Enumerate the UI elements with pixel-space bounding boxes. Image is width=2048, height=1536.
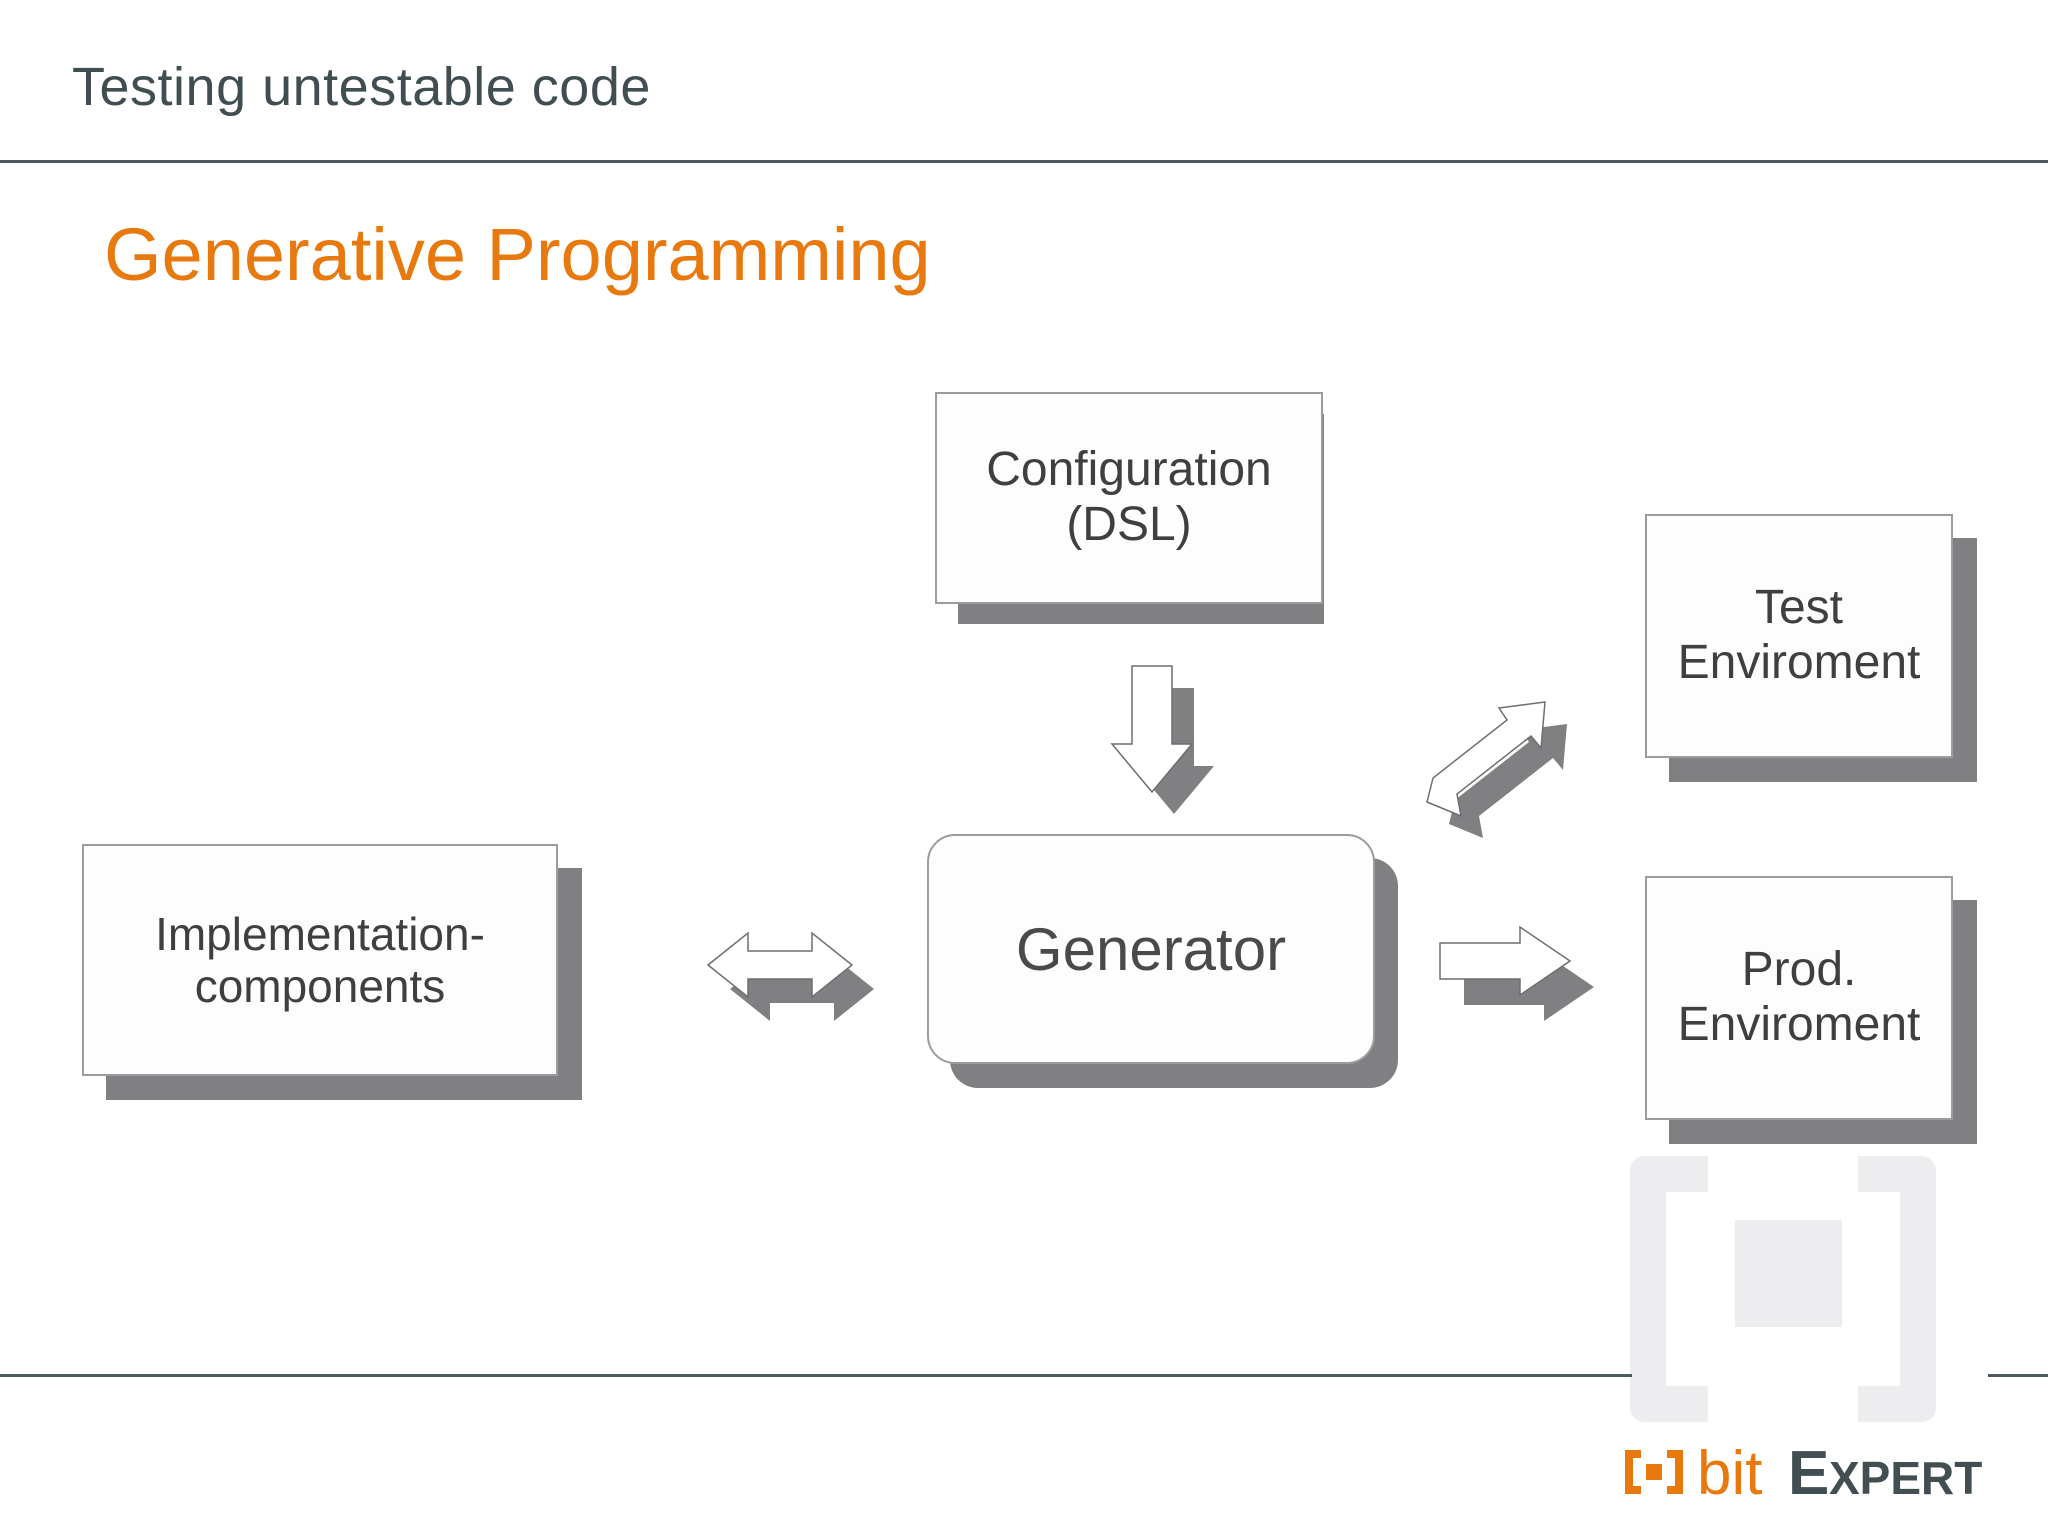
arrow-right-icon (1439, 925, 1594, 1021)
configuration-label-line2: (DSL) (1066, 498, 1192, 551)
arrow-up-right-icon (1426, 701, 1567, 838)
implementation-label-line1: Implementation- (155, 907, 485, 960)
page-title: Generative Programming (104, 213, 931, 296)
brand-name-part1: bit (1697, 1439, 1762, 1502)
bitexpert-watermark-icon (1630, 1156, 1936, 1422)
bitexpert-bracket-icon (1625, 1450, 1683, 1494)
generator-label: Generator (1015, 915, 1287, 983)
node-implementation-components: Implementation- components (82, 844, 558, 1076)
bitexpert-logo: bit E XPERT (1625, 1439, 1982, 1502)
brand-name-rest: XPERT (1829, 1452, 1982, 1502)
node-test-environment: Test Enviroment (1645, 514, 1953, 758)
arrow-down-icon (1110, 665, 1214, 814)
prod-environment-label-line1: Prod. (1741, 943, 1857, 997)
implementation-label-line2: components (194, 960, 446, 1012)
node-prod-environment: Prod. Enviroment (1645, 876, 1953, 1120)
header-divider (0, 160, 2048, 163)
slide-header-title: Testing untestable code (72, 57, 651, 117)
prod-environment-label-line2: Enviroment (1677, 998, 1921, 1051)
configuration-label-line1: Configuration (986, 443, 1272, 497)
node-generator: Generator (927, 834, 1375, 1064)
footer-divider-right (1988, 1374, 2048, 1377)
test-environment-label-line2: Enviroment (1677, 636, 1921, 689)
test-environment-label-line1: Test (1754, 581, 1843, 635)
brand-name-cap: E (1788, 1439, 1829, 1502)
node-configuration: Configuration (DSL) (935, 392, 1323, 604)
arrow-bidirectional-icon (706, 931, 874, 1021)
footer-divider-left (0, 1374, 1632, 1377)
